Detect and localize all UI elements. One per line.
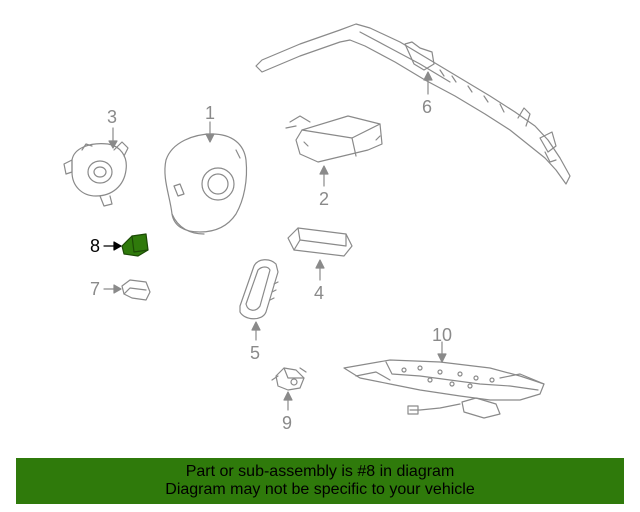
callout-1: 1 — [205, 103, 216, 123]
callout-10: 10 — [432, 325, 453, 345]
arrow-6 — [423, 71, 433, 81]
callout-4: 4 — [314, 283, 325, 303]
callout-7: 7 — [90, 279, 101, 299]
footer-line-1: Part or sub-assembly is #8 in diagram — [185, 463, 455, 480]
callout-8: 8 — [90, 236, 101, 256]
callout-3: 3 — [107, 107, 118, 127]
callout-2: 2 — [319, 189, 330, 209]
arrow-2 — [319, 165, 329, 175]
part-9-impact-sensor[interactable] — [271, 367, 307, 391]
footer-line-2: Diagram may not be specific to your vehi… — [165, 481, 475, 498]
arrow-10 — [437, 353, 447, 363]
callout-5: 5 — [250, 343, 261, 363]
part-6-curtain-airbag[interactable] — [255, 23, 571, 185]
callout-9: 9 — [282, 413, 293, 433]
arrow-3 — [108, 140, 118, 149]
part-10-occupant-sensor-mat[interactable] — [343, 359, 545, 419]
arrow-1 — [205, 133, 215, 143]
part-8-sensor[interactable] — [121, 233, 149, 257]
part-5-side-airbag[interactable] — [239, 259, 279, 320]
arrow-8 — [113, 241, 122, 251]
arrow-9 — [283, 391, 293, 401]
part-2-passenger-airbag[interactable] — [285, 115, 383, 163]
part-4-airbag-module[interactable] — [287, 227, 353, 257]
diagram-drawing — [63, 23, 571, 419]
part-3-clock-spring[interactable] — [63, 141, 129, 207]
part-7-bracket[interactable] — [121, 279, 151, 301]
part-1-driver-airbag[interactable] — [164, 133, 248, 235]
callout-6: 6 — [422, 97, 433, 117]
arrow-4 — [315, 259, 325, 269]
arrow-5 — [251, 321, 261, 331]
arrow-7 — [113, 284, 122, 294]
footer-banner: Part or sub-assembly is #8 in diagram Di… — [16, 458, 624, 504]
